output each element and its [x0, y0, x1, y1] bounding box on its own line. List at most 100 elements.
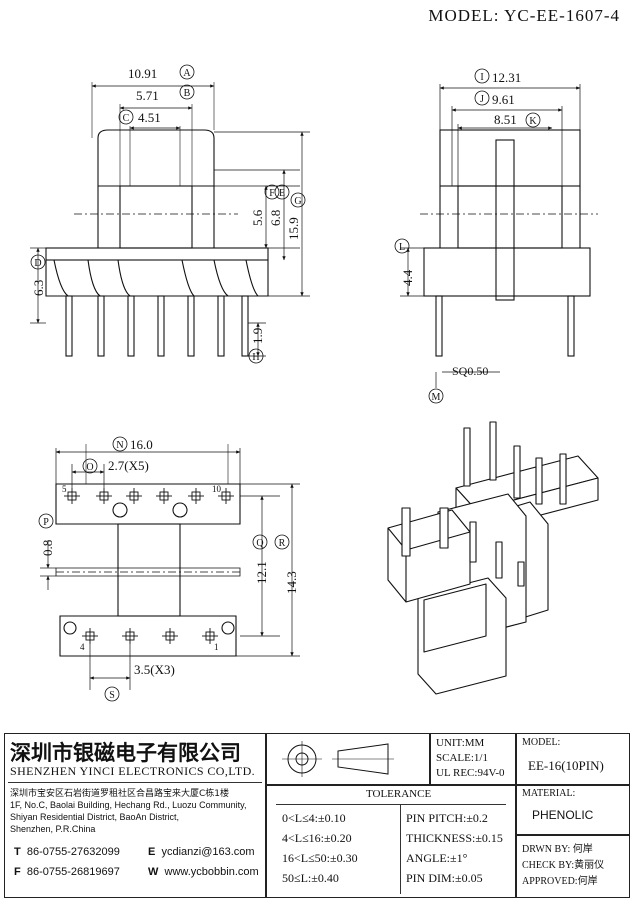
dim-n-value: 16.0 — [130, 437, 153, 452]
dim-d-value: 6.3 — [31, 280, 46, 296]
contact-web-value: www.ycbobbin.com — [164, 866, 259, 878]
projection-symbol-icon — [282, 741, 394, 777]
unit-text: UNIT:MM — [436, 737, 485, 749]
marker-h: H — [252, 352, 259, 363]
marker-g: G — [294, 196, 301, 207]
dim-c-value: 4.51 — [138, 110, 161, 125]
dim-q-value: 12.1 — [254, 561, 269, 584]
dim-o-value: 2.7(X5) — [108, 458, 149, 473]
marker-q: Q — [256, 538, 264, 549]
contact-fax: F 86-0755-26819697 — [14, 866, 120, 878]
dim-g-value: 15.9 — [286, 217, 301, 240]
side-view — [45, 82, 269, 357]
address-en-1: 1F, No.C, Baolai Building, Hechang Rd., … — [10, 800, 247, 810]
dim-r-value: 14.3 — [284, 571, 299, 594]
material-panel — [516, 785, 630, 835]
marker-s: S — [109, 690, 115, 701]
material-value: PHENOLIC — [532, 808, 594, 822]
marker-o: O — [86, 462, 93, 473]
dim-i-value: 12.31 — [492, 70, 521, 85]
units-panel — [430, 733, 516, 785]
contact-phone-value: 86-0755-27632099 — [26, 846, 120, 858]
marker-e: E — [279, 188, 285, 199]
dim-s-value: 3.5(X3) — [134, 662, 175, 677]
marker-j: J — [480, 94, 484, 105]
pin-label-1: 1 — [214, 642, 219, 652]
end-view-labels: I 12.31 J 9.61 8.51 K L 4.4 SQ0.50 M — [394, 68, 541, 404]
contact-email: E ycdianzi@163.com — [148, 846, 255, 858]
marker-d: D — [34, 258, 41, 269]
drawn-by: DRWN BY: 何岸 — [522, 844, 593, 855]
address-en-2: Shiyan Residential District, BaoAn Distr… — [10, 812, 180, 822]
ul-rec-text: UL REC:94V-0 — [436, 767, 505, 779]
end-view — [420, 129, 598, 357]
dim-h-value: 1.9 — [250, 328, 265, 344]
model-label: MODEL: — [522, 737, 561, 748]
model-value: EE-16(10PIN) — [528, 758, 604, 773]
side-view-labels: 10.91 A 5.71 B C 4.51 D 6.3 5.6 E 6.8 F … — [30, 64, 306, 364]
bottom-view-dimensions — [40, 448, 300, 690]
dim-j-value: 9.61 — [492, 92, 515, 107]
marker-k: K — [529, 116, 537, 127]
dim-m-value: SQ0.50 — [452, 364, 488, 378]
dim-l-value: 4.4 — [400, 269, 415, 286]
address-en-3: Shenzhen, P.R.China — [10, 824, 96, 834]
company-panel — [4, 733, 266, 898]
material-label: MATERIAL: — [522, 788, 576, 799]
dim-f-value: 6.8 — [268, 210, 283, 226]
isometric-view — [387, 421, 599, 695]
marker-n: N — [116, 440, 123, 451]
bottom-view-labels: N 16.0 O 2.7(X5) 5 10 4 1 P 0.8 Q 12.1 R… — [38, 436, 299, 702]
dim-e-value: 5.6 — [250, 209, 265, 226]
tolerance-range-1: 0<L≤4:±0.10 — [282, 811, 346, 825]
approved-by: APPROVED:何岸 — [522, 876, 598, 887]
pin-label-5: 5 — [62, 484, 67, 494]
projection-symbol-panel — [266, 733, 430, 785]
contact-web: W www.ycbobbin.com — [148, 866, 259, 878]
contact-email-key: E — [148, 846, 156, 858]
contact-fax-value: 86-0755-26819697 — [26, 866, 120, 878]
tolerance-thickness: THICKNESS:±0.15 — [406, 831, 503, 845]
marker-a: A — [183, 68, 191, 79]
dim-a-value: 10.91 — [128, 66, 157, 81]
dim-b-value: 5.71 — [136, 88, 159, 103]
marker-r: R — [279, 538, 286, 549]
marker-l: L — [399, 242, 405, 253]
company-name-cn: 深圳市银磁电子有限公司 — [10, 741, 241, 765]
bottom-view — [55, 444, 241, 657]
bottom-view-pins — [64, 488, 234, 644]
checked-by: CHECK BY:黄丽仪 — [522, 860, 605, 871]
signature-panel — [516, 835, 630, 898]
dim-p-value: 0.8 — [40, 540, 55, 556]
tolerance-title: TOLERANCE — [366, 788, 432, 800]
contact-phone-key: T — [14, 846, 21, 858]
model-panel — [516, 733, 630, 785]
marker-c: C — [123, 113, 130, 124]
tolerance-range-3: 16<L≤50:±0.30 — [282, 851, 358, 865]
scale-text: SCALE:1/1 — [436, 752, 488, 764]
address-cn: 深圳市宝安区石岩街道罗租社区合昌路宝来大厦C栋1楼 — [10, 789, 230, 799]
tolerance-angle: ANGLE:±1° — [406, 851, 468, 865]
marker-f: F — [269, 188, 275, 199]
marker-p: P — [43, 517, 49, 528]
tolerance-panel — [266, 785, 516, 898]
tolerance-range-4: 50≤L:±0.40 — [282, 871, 339, 885]
contact-phone: T 86-0755-27632099 — [14, 846, 120, 858]
drawing-model-header: MODEL: YC-EE-1607-4 — [428, 6, 620, 25]
contact-fax-key: F — [14, 866, 21, 878]
dim-k-value: 8.51 — [494, 112, 517, 127]
end-view-dimensions — [400, 84, 581, 388]
pin-label-4: 4 — [80, 642, 85, 652]
tolerance-range-2: 4<L≤16:±0.20 — [282, 831, 352, 845]
tolerance-pin-pitch: PIN PITCH:±0.2 — [406, 811, 488, 825]
company-name-en: SHENZHEN YINCI ELECTRONICS CO,LTD. — [10, 764, 256, 778]
contact-web-key: W — [148, 866, 159, 878]
marker-i: I — [480, 72, 483, 83]
marker-b: B — [184, 88, 191, 99]
pin-label-10: 10 — [212, 484, 222, 494]
marker-m: M — [432, 392, 441, 403]
tolerance-pin-dim: PIN DIM:±0.05 — [406, 871, 483, 885]
side-view-dimensions — [30, 84, 310, 357]
contact-email-value: ycdianzi@163.com — [161, 846, 255, 858]
